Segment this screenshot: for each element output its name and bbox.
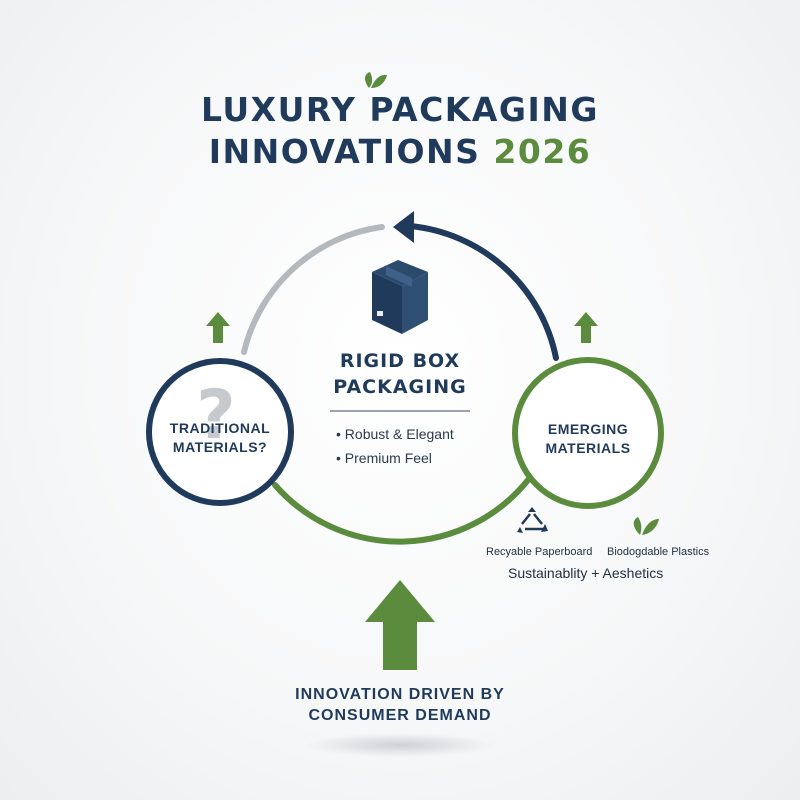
recycle-icon [517, 507, 548, 533]
box-icon [372, 260, 428, 334]
title-line-2-text: INNOVATIONS [208, 132, 481, 171]
page-title: LUXURY PACKAGING INNOVATIONS 2026 [0, 89, 800, 173]
cycle-arrowhead [393, 211, 414, 243]
traditional-line-2: MATERIALS? [172, 439, 268, 455]
cycle-arc-gray [241, 224, 385, 355]
question-mark-icon: ? [196, 376, 235, 455]
traditional-line-1: TRADITIONAL [169, 420, 271, 436]
title-line-1: LUXURY PACKAGING [201, 90, 599, 129]
emerging-line-2: MATERIALS [545, 440, 631, 456]
bottom-caption: INNOVATION DRIVEN BY CONSUMER DEMAND [0, 684, 800, 726]
center-title-line-2: PACKAGING [333, 376, 467, 398]
center-title-line-1: RIGID BOX [339, 350, 461, 372]
emerging-materials-label: EMERGING MATERIALS [518, 420, 658, 458]
right-up-arrow-icon [574, 312, 598, 343]
big-up-arrow-icon [365, 580, 435, 670]
traditional-node-circle [146, 358, 294, 506]
center-bullet-1: • Robust & Elegant [336, 426, 454, 442]
left-up-arrow-icon [206, 312, 230, 343]
emerging-line-1: EMERGING [547, 421, 629, 437]
center-divider [330, 410, 470, 412]
emerging-node-circle [512, 357, 664, 509]
center-title: RIGID BOX PACKAGING [300, 348, 500, 400]
cycle-arc-green [272, 477, 531, 545]
center-bullet-2: • Premium Feel [336, 450, 432, 466]
title-year: 2026 [493, 132, 592, 171]
bottom-line-2: CONSUMER DEMAND [308, 707, 492, 724]
cycle-arc-navy [407, 223, 559, 361]
materials-caption: Sustainablity + Aeshetics [508, 565, 664, 581]
leaf-icon [633, 517, 659, 535]
traditional-materials-label: TRADITIONAL MATERIALS? [150, 419, 290, 457]
material-label-paperboard: Recyable Paperboard [486, 546, 593, 558]
material-label-plastics: Biodogdable Plastics [607, 546, 710, 558]
title-leaf-icon [364, 72, 387, 88]
bottom-line-1: INNOVATION DRIVEN BY [295, 686, 505, 703]
title-line-2: INNOVATIONS 2026 [0, 131, 800, 173]
floor-shadow [305, 733, 495, 757]
